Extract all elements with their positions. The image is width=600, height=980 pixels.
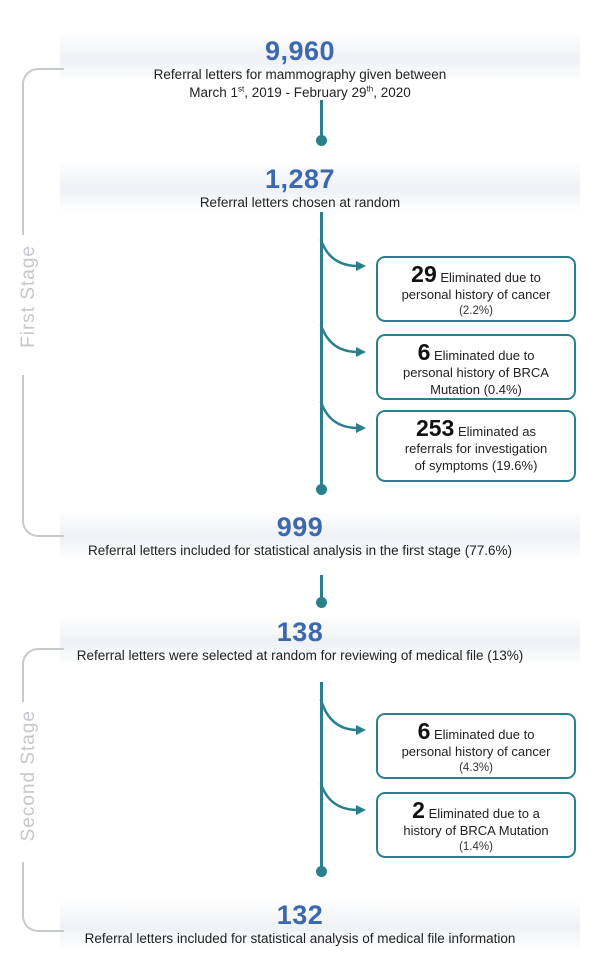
elimination-text: Eliminated due to xyxy=(440,270,541,285)
connector-3 xyxy=(320,575,323,605)
node-description: Referral letters included for statistica… xyxy=(84,931,516,946)
band-5 xyxy=(60,900,580,950)
node-number: 999 xyxy=(276,512,324,542)
band-4 xyxy=(60,615,580,665)
elimination-percent: (4.3%) xyxy=(459,762,493,774)
elimination-count: 2 xyxy=(412,797,425,823)
elimination-count: 253 xyxy=(415,415,455,441)
node-number: 138 xyxy=(276,617,324,647)
elimination-text: personal history of BRCA xyxy=(403,365,549,380)
node-999: 999 Referral letters included for statis… xyxy=(0,512,600,560)
elimination-percent: (1.4%) xyxy=(459,841,493,853)
date-mid: , 2019 - February 29 xyxy=(244,85,367,100)
elimination-count: 6 xyxy=(417,718,431,744)
date-start: March 1 xyxy=(189,85,238,100)
connector-2 xyxy=(320,212,323,492)
node-138: 138 Referral letters were selected at ra… xyxy=(0,617,600,665)
arrowhead-5 xyxy=(356,805,366,815)
elimination-text: history of BRCA Mutation xyxy=(403,823,549,838)
elimination-text: personal history of cancer xyxy=(401,744,551,759)
elimination-percent: (2.2%) xyxy=(459,305,493,317)
connector-4 xyxy=(320,682,323,872)
connector-dot-4 xyxy=(316,866,327,877)
band-3 xyxy=(60,510,580,560)
elimination-count: 29 xyxy=(411,261,437,287)
node-9960: 9,960 Referral letters for mammography g… xyxy=(0,36,600,102)
branch-arrow-5 xyxy=(319,782,360,812)
branch-arrow-2 xyxy=(319,323,360,354)
elimination-text: Mutation (0.4%) xyxy=(430,382,522,397)
elimination-box: 6 Eliminated due to personal history of … xyxy=(376,334,576,400)
node-description: Referral letters chosen at random xyxy=(199,195,401,210)
elimination-box: 29 Eliminated due to personal history of… xyxy=(376,256,576,322)
branch-arrow-4 xyxy=(319,698,360,732)
arrowhead-2 xyxy=(356,347,366,357)
elimination-box: 6 Eliminated due to personal history of … xyxy=(376,713,576,779)
connector-dot-3 xyxy=(316,597,327,608)
elimination-text: Eliminated due to xyxy=(433,348,535,363)
arrowhead-1 xyxy=(356,261,366,271)
node-description-line1: Referral letters for mammography given b… xyxy=(153,67,447,82)
node-number: 132 xyxy=(276,900,324,930)
elimination-text: personal history of cancer xyxy=(401,287,551,302)
node-number: 1,287 xyxy=(264,164,336,194)
first-stage-label: First Stage xyxy=(18,245,39,348)
connector-dot-2 xyxy=(316,484,327,495)
node-description: Referral letters for mammography given b… xyxy=(0,66,600,102)
date-start-suffix: st xyxy=(238,84,245,94)
connector-1 xyxy=(320,100,323,140)
elimination-text: Eliminated due to a xyxy=(428,806,540,821)
arrowhead-3 xyxy=(356,423,366,433)
band-2 xyxy=(60,162,580,212)
first-stage-bracket-gap xyxy=(18,235,28,375)
elimination-text: Eliminated due to xyxy=(433,727,535,742)
elimination-text: Eliminated as xyxy=(457,424,537,439)
elimination-box: 253 Eliminated as referrals for investig… xyxy=(376,410,576,482)
date-end-suffix: th xyxy=(366,84,374,94)
node-description: Referral letters were selected at random… xyxy=(76,648,524,663)
elimination-text: of symptoms (19.6%) xyxy=(414,458,538,473)
elimination-count: 6 xyxy=(417,339,431,365)
node-1287: 1,287 Referral letters chosen at random xyxy=(0,164,600,212)
second-stage-label: Second Stage xyxy=(18,710,39,842)
node-number: 9,960 xyxy=(264,36,336,66)
node-description: Referral letters included for statistica… xyxy=(88,543,512,558)
branch-arrow-3 xyxy=(319,400,360,430)
band-1 xyxy=(60,32,580,82)
arrowhead-4 xyxy=(356,725,366,735)
date-end: , 2020 xyxy=(373,85,411,100)
elimination-text: referrals for investigation xyxy=(404,441,548,456)
second-stage-bracket-gap xyxy=(18,702,28,862)
connector-dot-1 xyxy=(316,135,327,146)
branch-arrow-1 xyxy=(319,238,360,268)
elimination-box: 2 Eliminated due to a history of BRCA Mu… xyxy=(376,792,576,858)
node-132: 132 Referral letters included for statis… xyxy=(0,900,600,948)
